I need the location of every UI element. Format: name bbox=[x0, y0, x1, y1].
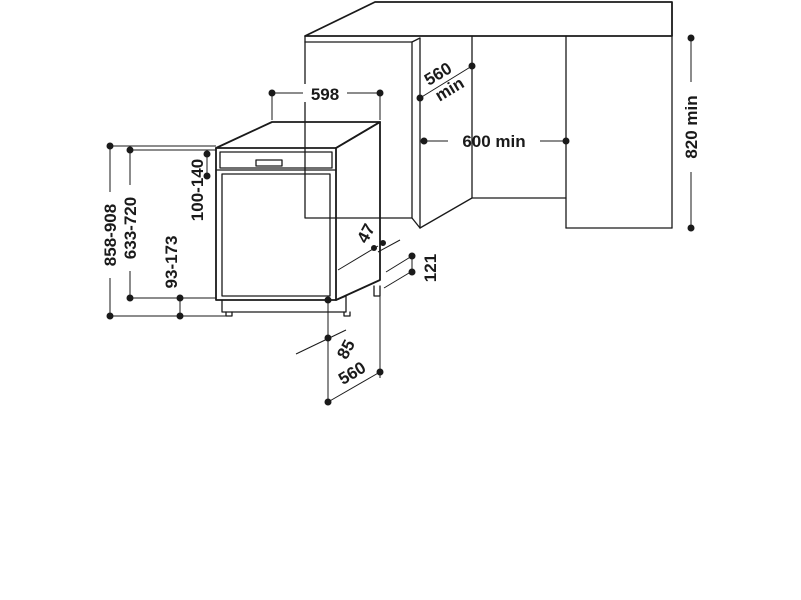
label-plinth-121: 121 bbox=[421, 254, 440, 282]
label-height-633-720: 633-720 bbox=[121, 197, 140, 259]
label-depth-47: 47 bbox=[353, 221, 379, 247]
label-height-858-908: 858-908 bbox=[101, 204, 120, 266]
kitchen-cabinet bbox=[304, 1, 673, 229]
label-height-820-min: 820 min bbox=[682, 95, 701, 158]
label-panel-100-140: 100-140 bbox=[188, 159, 207, 221]
label-foot-85: 85 bbox=[333, 337, 359, 363]
label-leg-93-173: 93-173 bbox=[162, 236, 181, 289]
label-depth-560: 560 bbox=[335, 358, 369, 389]
dimension-lines bbox=[106, 34, 695, 406]
label-opening-width-min: 600 min bbox=[462, 132, 525, 151]
dimension-labels: 598 600 min 560 min 820 min 858-908 633-… bbox=[101, 59, 701, 389]
control-display bbox=[255, 159, 283, 167]
label-width-598: 598 bbox=[311, 85, 339, 104]
dishwasher bbox=[215, 121, 381, 317]
